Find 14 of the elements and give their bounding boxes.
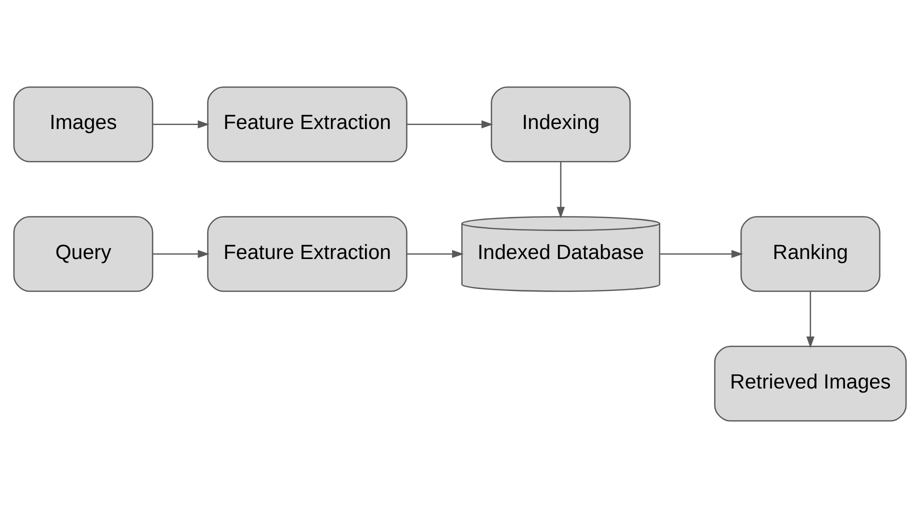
node-box: Indexing <box>490 86 631 162</box>
arrow <box>660 250 744 258</box>
arrow <box>407 120 494 128</box>
arrow <box>556 162 565 218</box>
node-box: Ranking <box>740 216 880 292</box>
node-box: Retrieved Images <box>714 346 907 422</box>
arrow <box>806 291 814 348</box>
node-box: Images <box>13 86 154 162</box>
arrow <box>152 120 210 128</box>
node-box: Feature Extraction <box>207 216 408 292</box>
node-box: Feature Extraction <box>207 86 408 162</box>
node-box: Query <box>13 216 154 292</box>
arrow <box>407 250 464 258</box>
arrow <box>152 250 210 258</box>
